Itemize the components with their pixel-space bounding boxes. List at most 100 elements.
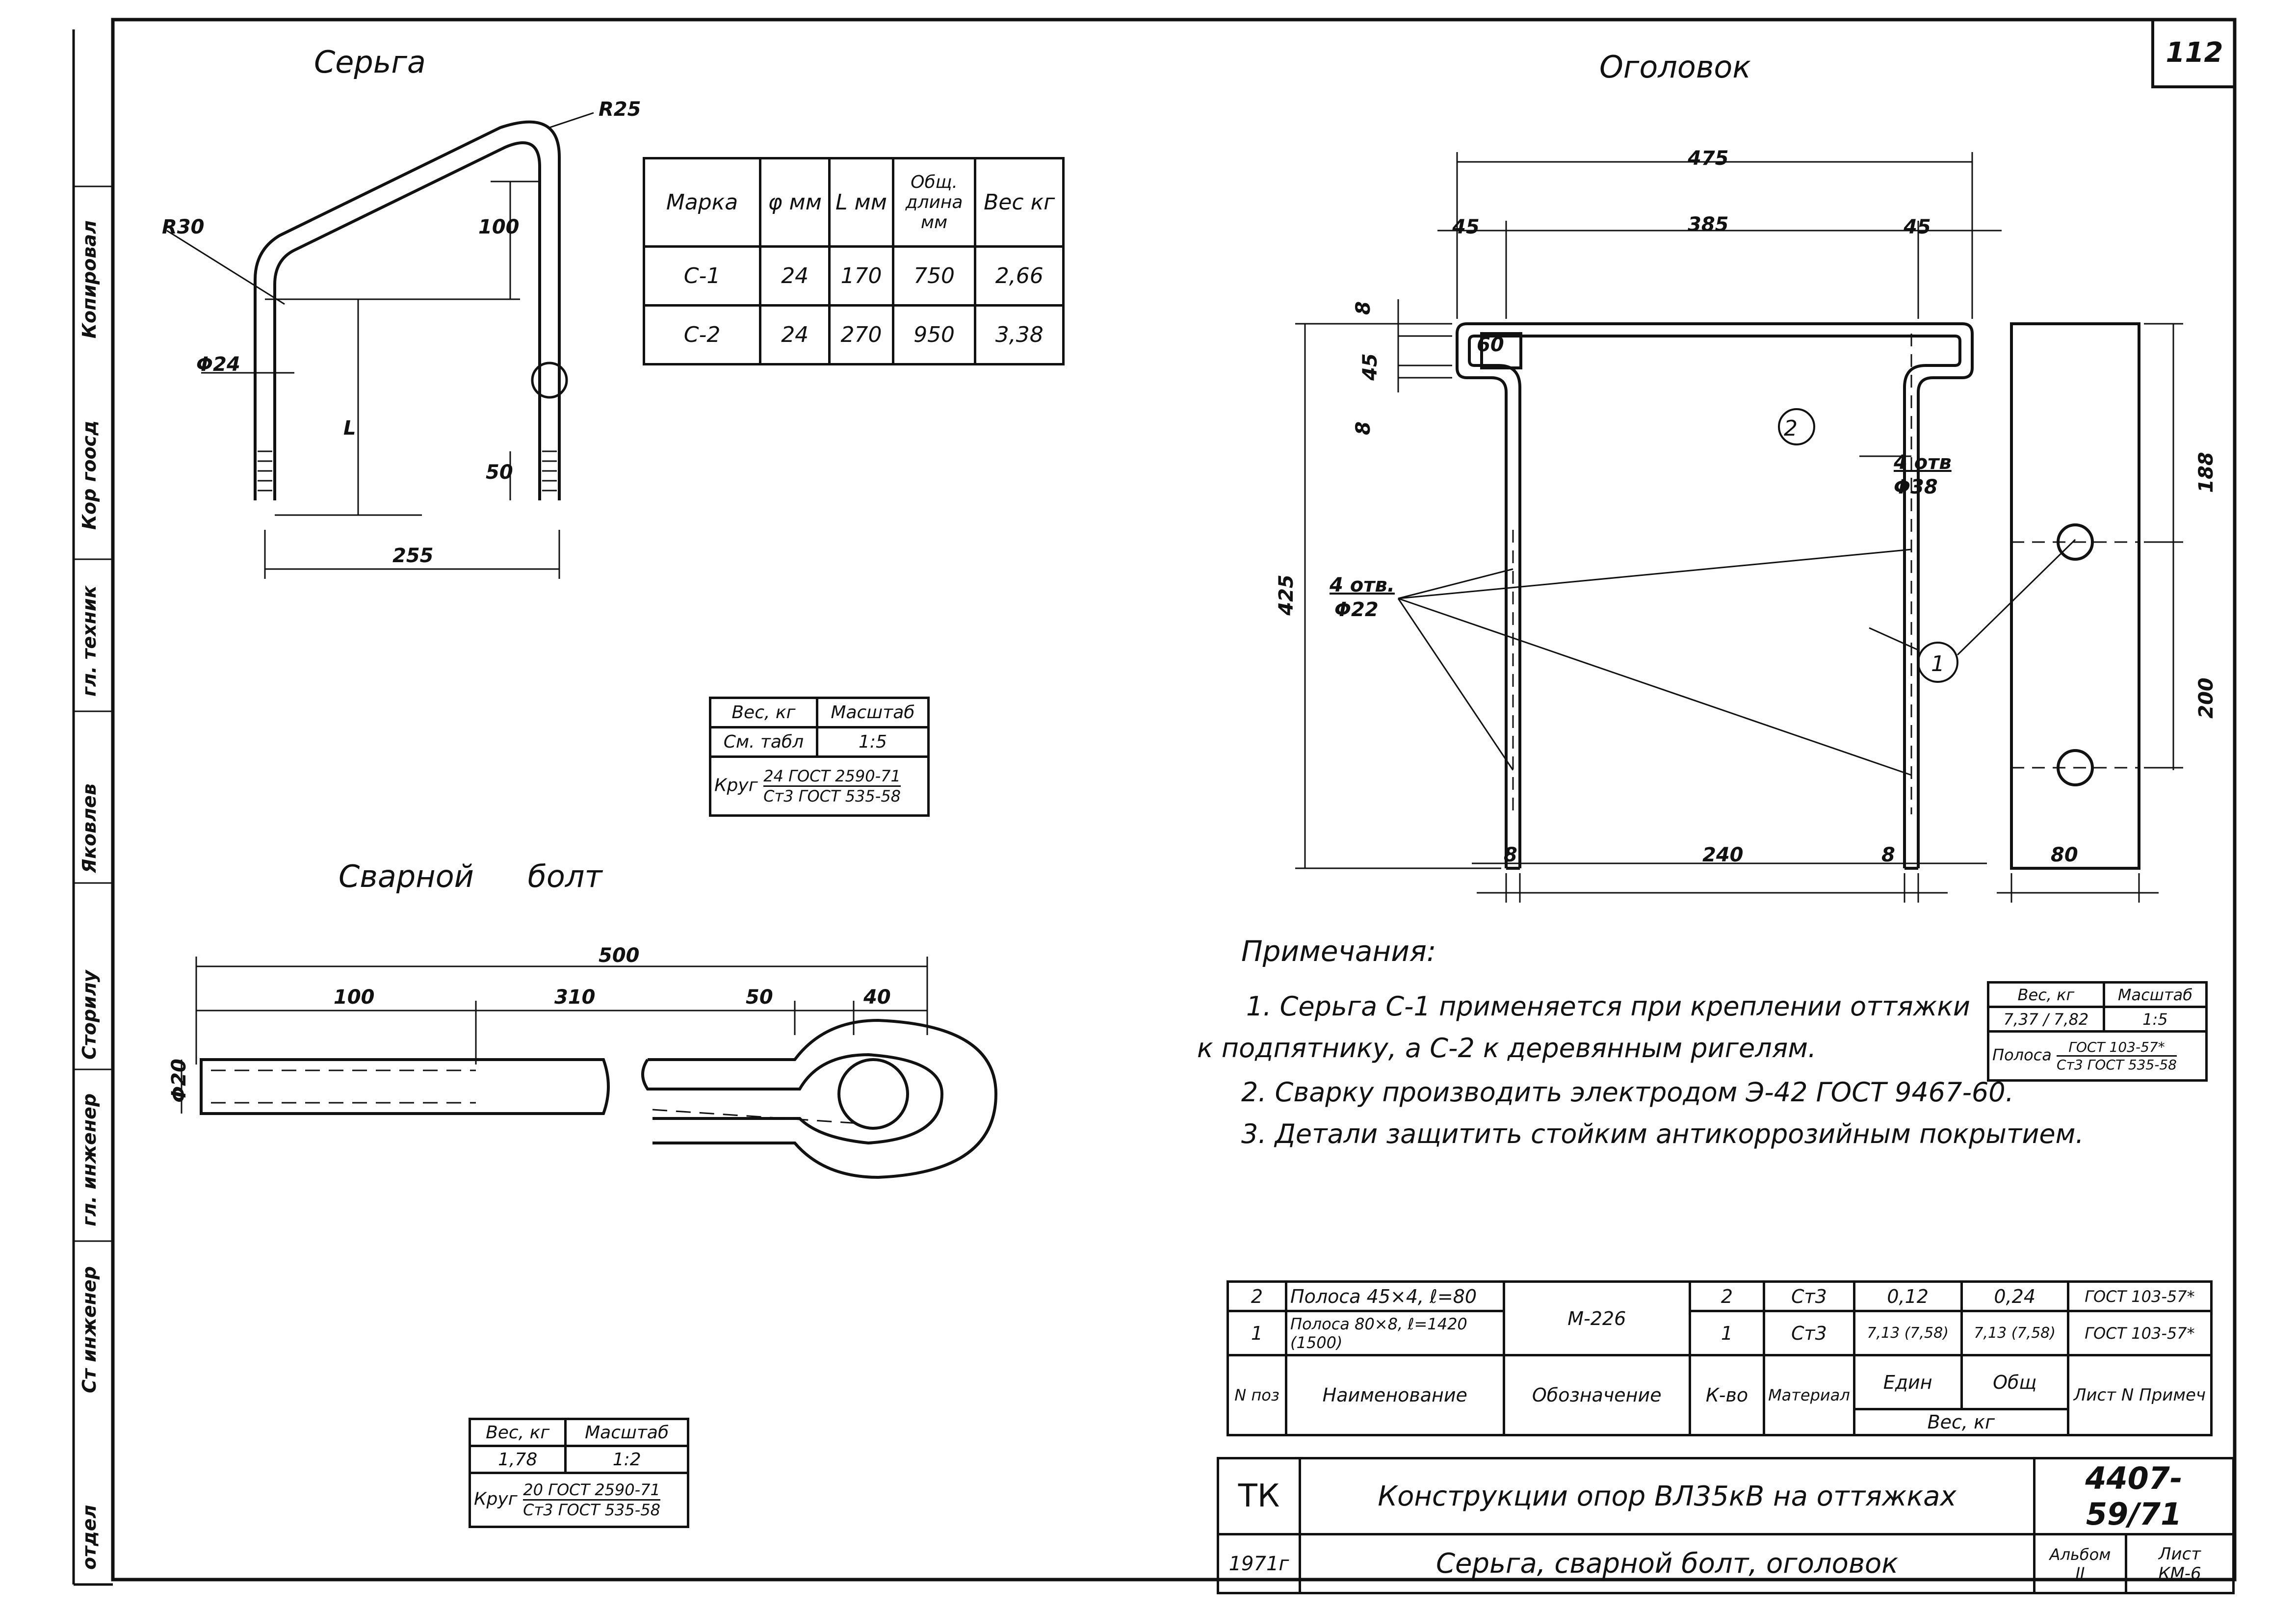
note-line-1: 1. Серьга С-1 применяется при креплении …	[1246, 991, 1970, 1022]
serga-dim-r25: R25	[599, 98, 641, 121]
spec-pos: 1	[1226, 1310, 1288, 1356]
bolt-stamp-mat-top: 20 ГОСТ 2590-71	[523, 1480, 661, 1501]
spec-pos: 2	[1226, 1280, 1288, 1312]
callout-1: 1	[1931, 651, 1945, 676]
spec-name: Полоса 80×8, ℓ=1420 (1500)	[1285, 1310, 1505, 1356]
bolt-stamp-v2: 1:2	[564, 1445, 689, 1474]
og-dim-200: 200	[2194, 677, 2218, 719]
serga-dim-100: 100	[478, 216, 520, 238]
spec-h-qty: К-во	[1688, 1354, 1766, 1436]
og-stamp-v2: 1:5	[2102, 1006, 2208, 1033]
og-dim-80: 80	[2051, 844, 2078, 866]
title-album: II	[2075, 1563, 2085, 1583]
og-dim-top8: 8	[1352, 301, 1375, 315]
spec-mat: Ст3	[1763, 1280, 1855, 1312]
spec-total: 7,13 (7,58)	[1960, 1310, 2069, 1356]
og-stamp-v1b: 7,82	[2053, 1010, 2089, 1029]
serga-th-mark: Марка	[642, 157, 762, 248]
title-line1: Конструкции опор ВЛ35кВ на оттяжках	[1299, 1457, 2035, 1535]
title-year: 1971г	[1217, 1533, 1301, 1594]
spec-unit: 0,12	[1852, 1280, 1963, 1312]
serga-cell: 3,38	[974, 304, 1065, 365]
serga-stamp-h1: Вес, кг	[709, 697, 818, 728]
serga-drawing	[166, 112, 594, 579]
serga-stamp-h2: Масштаб	[815, 697, 930, 728]
strip-label-1: Копировал	[78, 220, 100, 338]
serga-dim-50: 50	[486, 461, 513, 484]
og-dim-60: 60	[1477, 334, 1504, 356]
strip-label-5: Сторилу	[78, 970, 100, 1060]
spec-qty: 1	[1688, 1310, 1766, 1356]
og-dim-low8: 8	[1352, 421, 1375, 435]
strip-label-7: Ст инженер	[78, 1266, 100, 1393]
spec-h-pos: N поз	[1226, 1354, 1288, 1436]
og-dim-385: 385	[1688, 213, 1729, 236]
serga-stamp-mat-top: 24 ГОСТ 2590-71	[763, 767, 901, 787]
bolt-stamp-mat-bot: Ст3 ГОСТ 535-58	[523, 1501, 661, 1519]
spec-mat: Ст3	[1763, 1310, 1855, 1356]
note-line-3: 2. Сварку производить электродом Э-42 ГО…	[1241, 1077, 2014, 1108]
serga-stamp-mat-label: Круг	[714, 775, 758, 796]
serga-cell: С-2	[642, 304, 762, 365]
spec-h-name: Наименование	[1285, 1354, 1505, 1436]
bolt-stamp-h2: Масштаб	[564, 1418, 689, 1447]
bolt-dim-310: 310	[554, 986, 596, 1009]
og-stamp-mat-label: Полоса	[1992, 1045, 2052, 1065]
sheet-number: 112	[2151, 20, 2235, 88]
title-block: ТК Конструкции опор ВЛ35кВ на оттяжках 4…	[1217, 1457, 2235, 1594]
serga-stamp-mat-bot: Ст3 ГОСТ 535-58	[763, 787, 901, 805]
spec-qty: 2	[1688, 1280, 1766, 1312]
spec-h-des: Обозначение	[1502, 1354, 1691, 1436]
serga-cell: 750	[891, 245, 977, 307]
bolt-dim-40: 40	[863, 986, 891, 1009]
og-stamp-mat-top: ГОСТ 103-57*	[2057, 1039, 2177, 1057]
spec-name: Полоса 45×4, ℓ=80	[1285, 1280, 1505, 1312]
note-line-4: 3. Детали защитить стойким антикоррозийн…	[1241, 1118, 2084, 1149]
title-line2: Серьга, сварной болт, оголовок	[1299, 1533, 2035, 1594]
serga-cell: 2,66	[974, 245, 1065, 307]
bolt-dim-dia: Φ20	[167, 1059, 190, 1103]
spec-note: ГОСТ 103-57*	[2066, 1280, 2213, 1312]
spec-h-unit: Един	[1852, 1354, 1963, 1410]
og-dim-425: 425	[1275, 574, 1298, 616]
callout-2: 2	[1784, 416, 1798, 441]
bolt-drawing	[181, 957, 998, 1179]
og-dim-b8l: 8	[1504, 844, 1517, 866]
strip-label-6: гл. инженер	[78, 1093, 100, 1226]
serga-cell: 170	[828, 245, 894, 307]
serga-table: Марка φ мм L мм Общ. длина мм Вес кг С-1…	[642, 157, 1065, 365]
spec-h-mat: Материал	[1763, 1354, 1855, 1436]
og-dim-holes22: 4 отв.	[1330, 574, 1395, 597]
notes-title: Примечания:	[1241, 935, 1436, 968]
og-stamp-h1: Вес, кг	[1987, 981, 2105, 1008]
title-doc-code: 4407-59/71	[2033, 1457, 2235, 1535]
serga-dim-r30: R30	[162, 216, 205, 238]
serga-title: Серьга	[314, 44, 426, 80]
note-line-2: к подпятнику, а С-2 к деревянным ригелям…	[1197, 1033, 1817, 1064]
spec-table: 2 Полоса 45×4, ℓ=80 М-226 2 Ст3 0,12 0,2…	[1226, 1280, 2213, 1436]
serga-cell: 270	[828, 304, 894, 365]
title-sheet: КМ-6	[2158, 1563, 2201, 1584]
og-dim-45l: 45	[1452, 216, 1480, 238]
spec-h-weight: Вес, кг	[1852, 1408, 2069, 1436]
og-stamp-mat-bot: Ст3 ГОСТ 535-58	[2057, 1057, 2177, 1073]
og-stamp-v1a: 7,37	[2003, 1010, 2038, 1029]
serga-dim-d24: Φ24	[196, 353, 240, 376]
serga-stamp-v2: 1:5	[815, 726, 930, 758]
bolt-stamp-v1: 1,78	[468, 1445, 567, 1474]
spec-unit: 7,13 (7,58)	[1852, 1310, 1963, 1356]
title-album-label: Альбом	[2049, 1545, 2111, 1564]
serga-th-weight: Вес кг	[974, 157, 1065, 248]
og-dim-holes38d: Φ38	[1894, 476, 1938, 498]
title-sheet-label: Лист	[2158, 1544, 2201, 1564]
serga-th-L: L мм	[828, 157, 894, 248]
serga-cell: 950	[891, 304, 977, 365]
og-dim-188: 188	[2194, 452, 2218, 493]
og-dim-holes38: 4 отв	[1894, 451, 1952, 474]
title-org: ТК	[1217, 1457, 1301, 1535]
